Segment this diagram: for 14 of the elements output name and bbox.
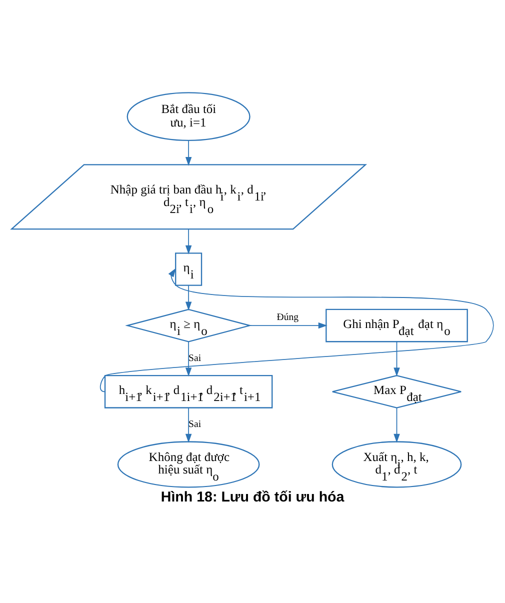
edge-label: Sai (188, 353, 202, 364)
arrow (185, 228, 192, 254)
arrow (185, 408, 192, 443)
caption: Hình 18: Lưu đồ tối ưu hóa (160, 489, 344, 506)
arrow (185, 341, 192, 377)
node-ellipse: Bắt đầu tối ưu, i=1 (126, 92, 250, 142)
arrow (100, 268, 494, 392)
edge-label: Sai (188, 419, 202, 430)
arrow (394, 341, 400, 377)
arrow (185, 285, 192, 311)
arrow (185, 140, 192, 166)
arrow (249, 322, 328, 329)
edge-label: Đúng (276, 312, 299, 324)
arrow (394, 408, 400, 443)
